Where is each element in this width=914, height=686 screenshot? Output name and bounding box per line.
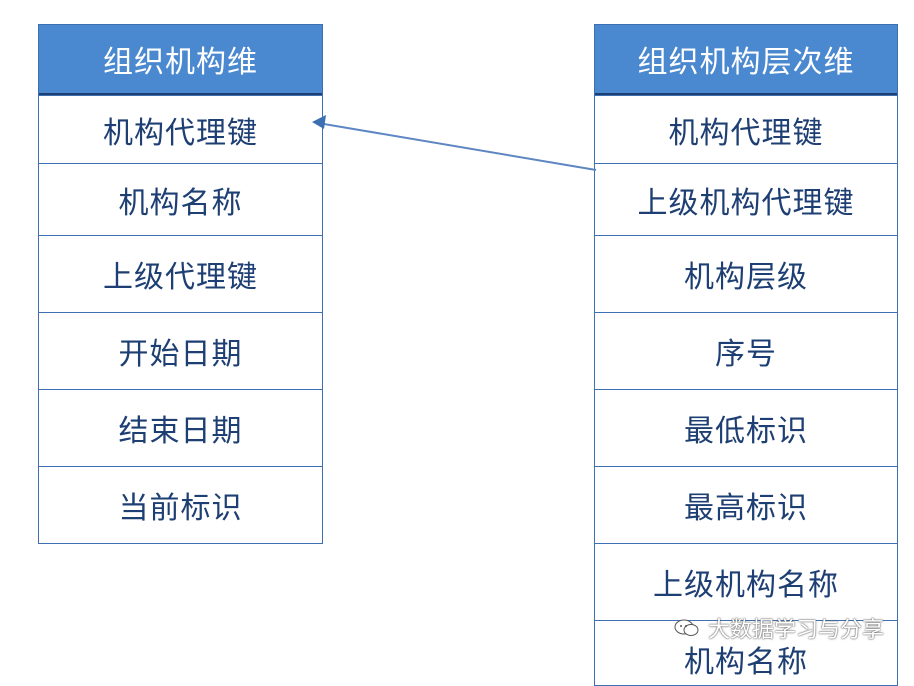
field-org-level: 机构层级 <box>595 235 897 312</box>
arrowhead <box>312 115 326 129</box>
field-sequence: 序号 <box>595 312 897 389</box>
field-highest-flag: 最高标识 <box>595 466 897 543</box>
field-lowest-flag: 最低标识 <box>595 389 897 466</box>
wechat-icon <box>674 618 700 638</box>
field-current-flag: 当前标识 <box>39 466 322 543</box>
field-end-date: 结束日期 <box>39 389 322 466</box>
relation-line <box>317 122 597 171</box>
field-parent-surrogate-key: 上级代理键 <box>39 235 322 312</box>
organization-hierarchy-dimension-table: 组织机构层次维 机构代理键 上级机构代理键 机构层级 序号 最低标识 最高标识 … <box>594 24 898 686</box>
field-start-date: 开始日期 <box>39 312 322 389</box>
field-org-surrogate-key: 机构代理键 <box>39 95 322 163</box>
watermark: 大数据学习与分享 <box>674 612 884 644</box>
field-parent-org-name: 上级机构名称 <box>595 543 897 620</box>
watermark-text: 大数据学习与分享 <box>707 618 884 643</box>
field-org-surrogate-key: 机构代理键 <box>595 95 897 163</box>
field-org-name: 机构名称 <box>39 163 322 235</box>
table-header: 组织机构维 <box>39 25 322 95</box>
organization-dimension-table: 组织机构维 机构代理键 机构名称 上级代理键 开始日期 结束日期 当前标识 <box>38 24 323 544</box>
field-parent-org-surrogate-key: 上级机构代理键 <box>595 163 897 235</box>
relation-arrow <box>312 115 597 171</box>
table-header: 组织机构层次维 <box>595 25 897 95</box>
